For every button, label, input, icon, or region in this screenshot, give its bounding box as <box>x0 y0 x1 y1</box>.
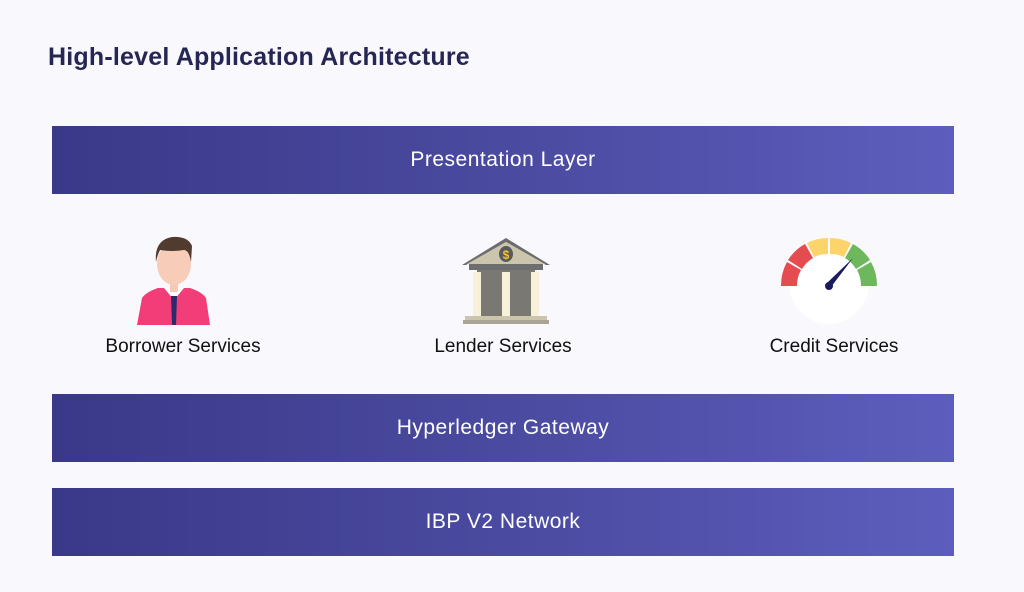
gauge-icon <box>780 238 878 324</box>
hyperledger-gateway-layer: Hyperledger Gateway <box>52 394 954 462</box>
page-title: High-level Application Architecture <box>48 43 470 71</box>
presentation-layer-label: Presentation Layer <box>410 148 596 171</box>
borrower-services-icon-wrap <box>44 232 304 326</box>
credit-services-icon-wrap <box>699 232 959 326</box>
bank-icon: $ <box>462 238 550 324</box>
ibp-network-label: IBP V2 Network <box>425 510 581 533</box>
borrower-services-label: Borrower Services <box>105 336 261 357</box>
presentation-layer: Presentation Layer <box>52 126 954 194</box>
svg-text:$: $ <box>503 248 510 262</box>
credit-services-label: Credit Services <box>769 336 899 357</box>
person-icon <box>137 236 210 325</box>
ibp-network-layer: IBP V2 Network <box>52 488 954 556</box>
lender-services-icon-wrap: $ <box>376 232 636 326</box>
hyperledger-gateway-label: Hyperledger Gateway <box>396 416 610 439</box>
lender-services-label: Lender Services <box>434 336 572 357</box>
